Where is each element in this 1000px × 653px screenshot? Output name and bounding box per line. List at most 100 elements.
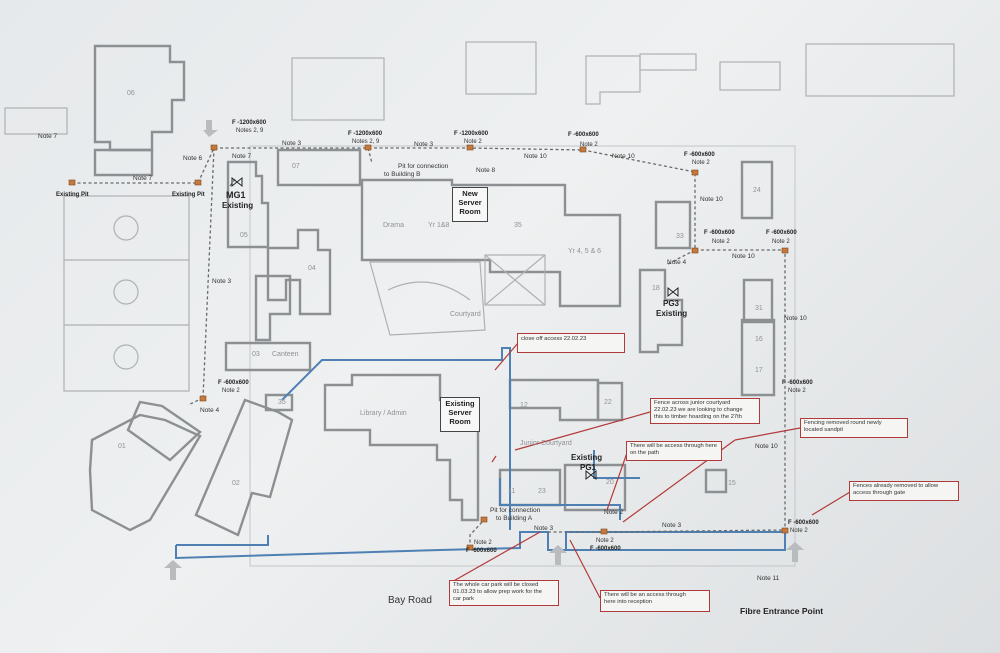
callout-car-park-closed: The whole car park will be closed 01.03.…: [449, 580, 559, 606]
switch-icon: [585, 469, 597, 481]
callout-fences-removed-gate: Fences already removed to allow access t…: [849, 481, 959, 501]
faint-neighbour-buildings: [4, 41, 955, 567]
pg3-sub-label: Existing: [656, 309, 687, 318]
buildings: [88, 44, 776, 537]
fibre-pit-note-label: Note 2: [596, 538, 614, 544]
note-label: Note 10: [700, 196, 723, 203]
building-35-label: 35: [278, 399, 286, 406]
fibre-pit-note-label: Note 2: [464, 139, 482, 145]
building-02-label: 02: [232, 480, 240, 487]
pg1-sub-label: PG1: [580, 463, 597, 472]
fibre-pit-note-label: Notes 2, 9: [236, 128, 264, 134]
junior-courtyard-label: Junior Courtyard: [520, 440, 572, 447]
fibre-pit-size-label: F -600x600: [568, 132, 599, 138]
switch-icon: [231, 176, 243, 188]
pit-marker: [480, 516, 488, 523]
callout-text: located sandpit: [804, 427, 843, 433]
note-label: Note 8: [476, 167, 496, 174]
pit-marker: [691, 247, 699, 254]
fibre-pit-size-label: F -1200x600: [232, 120, 267, 126]
fibre-pit-labels: F -1200x600 Notes 2, 9 F -1200x600 Notes…: [218, 120, 819, 554]
server-room-line: Room: [459, 207, 481, 216]
building-07-label: 07: [292, 163, 300, 170]
server-room-line: Existing: [445, 399, 475, 408]
pit-marker: [194, 179, 202, 186]
callout-access-reception: There will be an access through here int…: [600, 590, 710, 612]
note-label: Note 10: [784, 315, 807, 322]
fibre-entrance-label: Fibre Entrance Point: [740, 606, 823, 616]
equipment-labels: MG1 Existing Existing PG1 PG3 Existing F…: [56, 190, 823, 616]
yr1-label: Yr 1&8: [428, 222, 450, 229]
fibre-pit-size-label: F -1200x600: [454, 131, 489, 137]
building-18-label: 18: [652, 285, 660, 292]
callout-text: 01.03.23 to allow prep work for the: [453, 589, 542, 595]
building-03-label: 03: [252, 351, 260, 358]
building-35b-label: 35: [514, 222, 522, 229]
note-label: Note 4: [667, 259, 687, 266]
fibre-pit-size-label: F -600x600: [766, 230, 797, 236]
callout-text: 22.02.23 we are looking to change: [654, 407, 743, 413]
building-20-label: 20: [606, 479, 614, 486]
fibre-pit-size-label: F -600x600: [684, 152, 715, 158]
pit-connection-label: Pit for connection: [490, 507, 541, 514]
fibre-pit-note-label: Note 2: [790, 528, 808, 534]
note-label: Note 7: [133, 175, 153, 182]
pit-marker: [600, 528, 608, 535]
existing-server-room-box: Existing Server Room: [440, 397, 480, 432]
note-label: Note 11: [757, 575, 780, 582]
note-label: Note 3: [414, 141, 434, 148]
callout-text: Fence across junior courtyard: [654, 400, 731, 406]
note-label: Note 10: [612, 153, 635, 160]
pit-connection-label: to Building A: [496, 515, 533, 522]
drama-label: Drama: [383, 222, 404, 229]
callout-fencing-sandpit: Fencing removed round newly located sand…: [800, 418, 908, 438]
building-23-label: 23: [538, 488, 546, 495]
pit-marker: [781, 527, 789, 534]
building-15-label: 15: [728, 480, 736, 487]
fibre-pit-note-label: Note 2: [692, 160, 710, 166]
pg1-label: Existing: [571, 453, 602, 462]
note-label: Note 4: [200, 407, 220, 414]
server-room-line: Room: [449, 417, 471, 426]
canteen-label: Canteen: [272, 351, 299, 358]
callout-close-off-access: close off access 22.02.23: [517, 333, 625, 353]
fibre-pit-note-label: Note 2: [712, 239, 730, 245]
entry-arrows: [164, 120, 804, 580]
pit-marker: [466, 144, 474, 151]
callout-text: car park: [453, 596, 474, 602]
fibre-pit-size-label: F -600x600: [788, 520, 819, 526]
server-room-line: Server: [448, 408, 472, 417]
sports-courts: [63, 195, 190, 392]
callout-text: There will be an access through: [604, 592, 686, 598]
note-label: Note 10: [755, 443, 778, 450]
pit-label: Existing Pit: [56, 192, 89, 198]
callout-text: Fences already removed to allow: [853, 483, 939, 489]
callout-fence-junior-courtyard: Fence across junior courtyard 22.02.23 w…: [650, 398, 760, 424]
note-label: Note 3: [662, 522, 682, 529]
road-label: Bay Road: [388, 595, 432, 606]
pit-marker: [199, 395, 207, 402]
building-12-label: 12: [520, 402, 528, 409]
pit-markers: [68, 144, 789, 551]
note-label: Note 7: [232, 153, 252, 160]
fibre-pit-size-label: F -600x600: [782, 380, 813, 386]
building-33-label: 33: [676, 233, 684, 240]
courtyard-lines: [369, 254, 546, 336]
pit-marker: [466, 544, 474, 551]
pit-connection-label: to Building B: [384, 171, 421, 178]
switch-icons: [231, 176, 679, 481]
new-server-room-box: New Server Room: [452, 187, 488, 222]
pit-marker: [691, 169, 699, 176]
building-06-label: 06: [127, 90, 135, 97]
building-05-label: 05: [240, 232, 248, 239]
pit-label: Existing Pit: [172, 192, 205, 198]
library-label: Library / Admin: [360, 410, 407, 417]
building-labels: 06 07 05 04 03 Canteen 35 01 02 Drama Yr…: [118, 90, 763, 495]
fibre-pit-note-label: Note 2: [474, 540, 492, 546]
mg1-label: MG1: [226, 190, 246, 200]
courtyard-label: Courtyard: [450, 311, 481, 318]
fibre-pit-note-label: Note 2: [772, 239, 790, 245]
note-label: Note 7: [38, 133, 58, 140]
pit-marker: [364, 144, 372, 151]
